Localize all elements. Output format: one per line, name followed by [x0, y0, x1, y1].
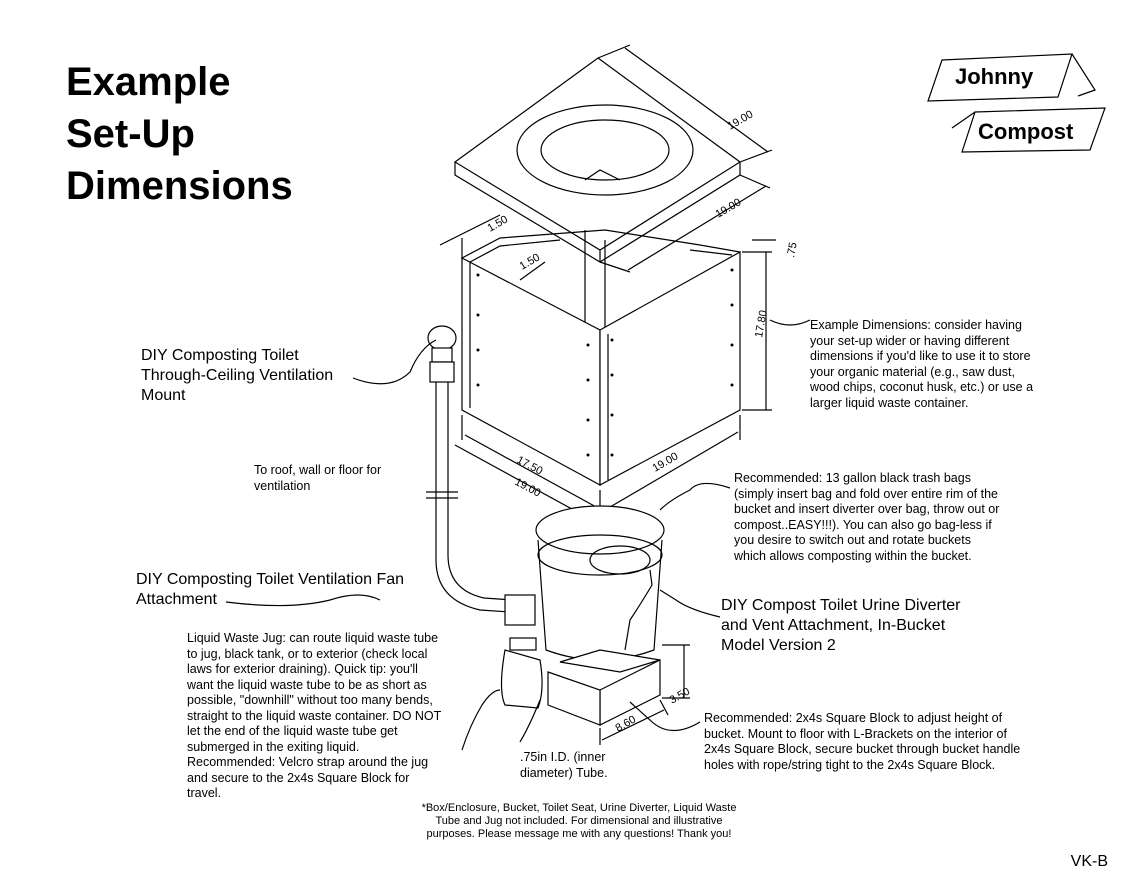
- bucket: [504, 505, 665, 661]
- box-enclosure: [439, 214, 776, 521]
- callout-urine-diverter: DIY Compost Toilet Urine Diverter and Ve…: [721, 597, 961, 654]
- page-title: Example Set-Up Dimensions: [66, 56, 293, 212]
- vent-hose: [426, 325, 513, 613]
- top-seat-board: [453, 44, 773, 273]
- square-block: [547, 644, 690, 745]
- note-tube: .75in I.D. (inner diameter) Tube.: [520, 750, 608, 780]
- dim-wall-outer: 1.50: [486, 213, 511, 234]
- dim-wall-inner: 1.50: [518, 251, 543, 272]
- title-line-3: Dimensions: [66, 164, 293, 208]
- note-roof: To roof, wall or floor for ventilation: [254, 463, 382, 493]
- note-square-block: Recommended: 2x4s Square Block to adjust…: [704, 711, 1021, 772]
- dim-top-thickness: .75: [785, 241, 799, 258]
- note-trash-bags: Recommended: 13 gallon black trash bags …: [734, 471, 1000, 563]
- disclaimer: *Box/Enclosure, Bucket, Toilet Seat, Uri…: [421, 802, 737, 840]
- logo-line-1: Johnny: [955, 64, 1034, 89]
- note-liquid-jug: Liquid Waste Jug: can route liquid waste…: [187, 631, 442, 800]
- logo-line-2: Compost: [978, 119, 1074, 144]
- title-line-1: Example: [66, 60, 231, 104]
- page-code: VK-B: [1070, 853, 1108, 870]
- johnny-compost-logo: [927, 53, 1106, 153]
- note-example-dimensions: Example Dimensions: consider having your…: [810, 318, 1034, 410]
- leader-lines: [225, 319, 811, 751]
- title-line-2: Set-Up: [66, 112, 195, 156]
- dim-base-front: 17.50: [515, 454, 545, 478]
- center-post: [584, 230, 606, 330]
- dim-top-width: 19.00: [714, 196, 744, 220]
- dim-block-height: 3.50: [668, 685, 693, 706]
- dim-base-front-outer: 19.00: [513, 476, 543, 500]
- liquid-jug: [500, 637, 543, 709]
- dim-top-depth: 19.00: [726, 108, 756, 132]
- dim-height: 17.80: [753, 309, 770, 338]
- callout-ceiling-mount: DIY Composting Toilet Through-Ceiling Ve…: [141, 347, 334, 404]
- callout-fan-attachment: DIY Composting Toilet Ventilation Fan At…: [136, 571, 405, 608]
